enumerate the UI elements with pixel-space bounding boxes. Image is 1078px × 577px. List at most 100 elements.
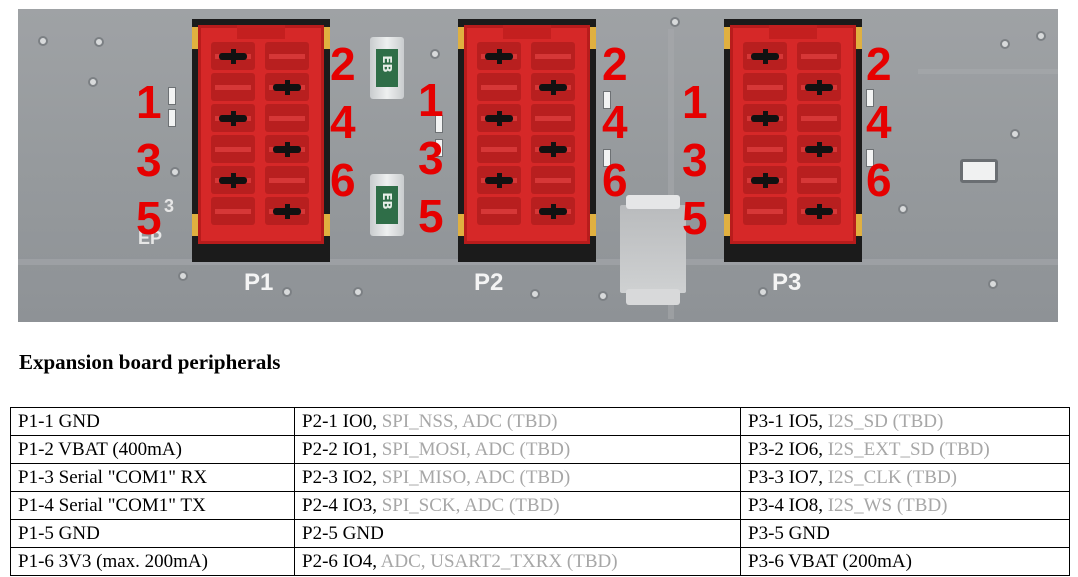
fuse-marking: EB (380, 192, 394, 210)
contact-cavity (797, 73, 841, 101)
p3-pin-1-label: 1 (682, 76, 708, 128)
header-pin (805, 142, 833, 157)
cell-main-text: P1-2 VBAT (400mA) (18, 438, 182, 460)
solder-pad (324, 214, 330, 236)
cell-main-text: P2-2 IO1, (302, 438, 382, 460)
p1-pin-3-label: 3 (136, 134, 162, 186)
header-pin (219, 49, 247, 64)
solder-pad (856, 27, 862, 49)
contact-cavity (743, 73, 787, 101)
cell-tbd-text: I2S_SD (TBD) (827, 410, 944, 432)
cell-main-text: P2-4 IO3, (302, 494, 382, 516)
connector-latch (503, 25, 551, 39)
table-cell: P2-6 IO4, ADC, USART2_TXRX (TBD) (294, 547, 741, 576)
silk-p3: P3 (772, 269, 802, 296)
contact-cavity (477, 42, 521, 70)
table-cell: P1-6 3V3 (max. 200mA) (10, 547, 295, 576)
cell-tbd-text: SPI_NSS, ADC (TBD) (381, 410, 558, 432)
contact-cavity (797, 197, 841, 225)
cell-tbd-text: I2S_WS (TBD) (827, 494, 948, 516)
p3-pin-2-label: 2 (866, 38, 892, 90)
cell-main-text: P2-6 IO4, (302, 550, 381, 572)
connector-housing (464, 25, 590, 244)
via (670, 17, 680, 27)
p1-pin-5-label: 5 (136, 192, 162, 244)
contact-cavity (211, 73, 255, 101)
via (38, 36, 48, 46)
cell-main-text: P1-6 3V3 (max. 200mA) (18, 550, 208, 572)
contact-slot (269, 178, 305, 183)
contact-cavity (743, 197, 787, 225)
header-pin (219, 111, 247, 126)
contact-cavity (265, 104, 309, 132)
contact-cavity (265, 166, 309, 194)
connector-housing (198, 25, 324, 244)
solder-pad (590, 27, 596, 49)
contact-cavity (743, 42, 787, 70)
contact-slot (801, 54, 837, 59)
contact-slot (215, 85, 251, 90)
header-pin (539, 142, 567, 157)
via (1010, 129, 1020, 139)
silk-3: 3 (164, 196, 175, 216)
via (282, 287, 292, 297)
p3-pin-3-label: 3 (682, 134, 708, 186)
solder-pad (192, 27, 198, 49)
contact-cavity (477, 104, 521, 132)
contact-cavity (797, 166, 841, 194)
cell-tbd-text: ADC, USART2_TXRX (TBD) (380, 550, 618, 572)
contact-cavity (531, 42, 575, 70)
table-row: P1-2 VBAT (400mA)P2-2 IO1, SPI_MOSI, ADC… (10, 435, 1070, 464)
contact-slot (747, 85, 783, 90)
via (598, 291, 608, 301)
p2-pin-1-label: 1 (418, 74, 444, 126)
cell-main-text: P3-2 IO6, (748, 438, 828, 460)
contact-slot (801, 178, 837, 183)
connector-p2 (458, 19, 596, 262)
contact-cavity (477, 166, 521, 194)
fuse-body (376, 186, 398, 224)
table-cell: P1-1 GND (10, 407, 295, 436)
via (430, 49, 440, 59)
cell-main-text: P1-1 GND (18, 410, 100, 432)
contact-cavity (743, 104, 787, 132)
p1-pin-2-label: 2 (330, 38, 356, 90)
via (758, 287, 768, 297)
table-cell: P3-5 GND (740, 519, 1070, 548)
header-pin (273, 80, 301, 95)
table-cell: P1-2 VBAT (400mA) (10, 435, 295, 464)
header-pin (805, 204, 833, 219)
p1-pin-4-label: 4 (330, 96, 356, 148)
contact-slot (215, 209, 251, 214)
cell-main-text: P2-1 IO0, (302, 410, 382, 432)
contact-cavity (477, 197, 521, 225)
solder-pad (324, 27, 330, 49)
contact-cavity (211, 197, 255, 225)
contact-cavity (211, 42, 255, 70)
cell-main-text: P3-6 VBAT (200mA) (748, 550, 912, 572)
inductor-top (626, 195, 680, 209)
contact-cavity (531, 73, 575, 101)
table-row: P1-6 3V3 (max. 200mA) P2-6 IO4, ADC, USAR… (10, 547, 1070, 576)
connector-latch (237, 25, 285, 39)
via (1000, 39, 1010, 49)
fuse-body (376, 49, 398, 87)
header-pin (751, 173, 779, 188)
via (530, 289, 540, 299)
cell-main-text: P3-5 GND (748, 522, 830, 544)
cell-tbd-text: I2S_CLK (TBD) (827, 466, 958, 488)
cell-main-text: P2-3 IO2, (302, 466, 382, 488)
table-cell: P2-4 IO3, SPI_SCK, ADC (TBD) (294, 491, 741, 520)
contact-cavity (265, 135, 309, 163)
p2-pin-4-label: 4 (602, 96, 628, 148)
contact-cavity (797, 104, 841, 132)
header-pin (539, 80, 567, 95)
pcb-photo: EB EB P1 P2 P3 3 EP 1 2 3 4 5 6 1 2 3 4 … (18, 9, 1058, 322)
p3-pin-4-label: 4 (866, 96, 892, 148)
fuse-top: EB (370, 37, 404, 99)
